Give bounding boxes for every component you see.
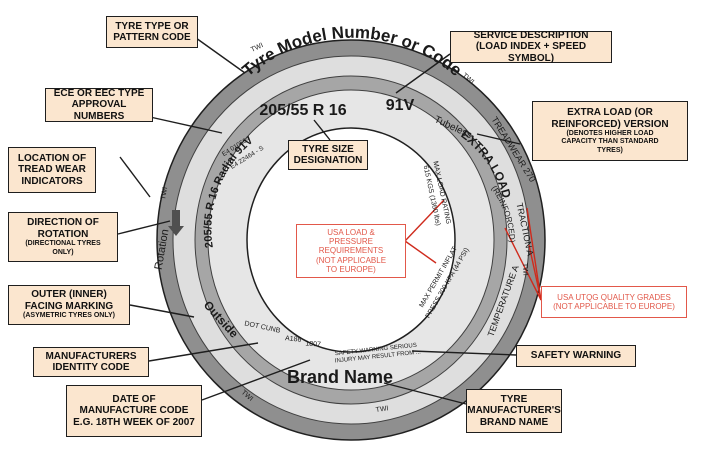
twi-marker: TWI	[521, 263, 528, 276]
callout-service-description: SERVICE DESCRIPTION(LOAD INDEX + SPEED S…	[450, 30, 612, 64]
twi-marker: TWI	[160, 186, 169, 200]
load-speed-text: 91V	[386, 97, 415, 114]
callout-usa-load: USA LOAD &PRESSURE REQUIREMENTS(NOT APPL…	[296, 224, 406, 278]
rotation-arrow-icon	[168, 226, 184, 236]
brand-name-text: Brand Name	[287, 367, 393, 387]
callout-safety-warning: SAFETY WARNING	[516, 345, 636, 367]
red-leader-lines	[404, 199, 542, 301]
size-text: 205/55 R 16	[259, 102, 346, 119]
date-code-text: 1807	[305, 340, 321, 348]
twi-marker: TWI	[375, 405, 389, 414]
twi-marker: TWI	[250, 42, 265, 54]
callout-utqg: USA UTQG QUALITY GRADES(NOT APPLICABLE T…	[541, 286, 687, 318]
leader-lines	[117, 37, 521, 405]
a186-text: A186	[285, 335, 302, 344]
rotation-arrow-shaft	[172, 210, 180, 226]
callout-outer-facing: OUTER (INNER)FACING MARKING (ASYMETRIC T…	[8, 285, 130, 325]
